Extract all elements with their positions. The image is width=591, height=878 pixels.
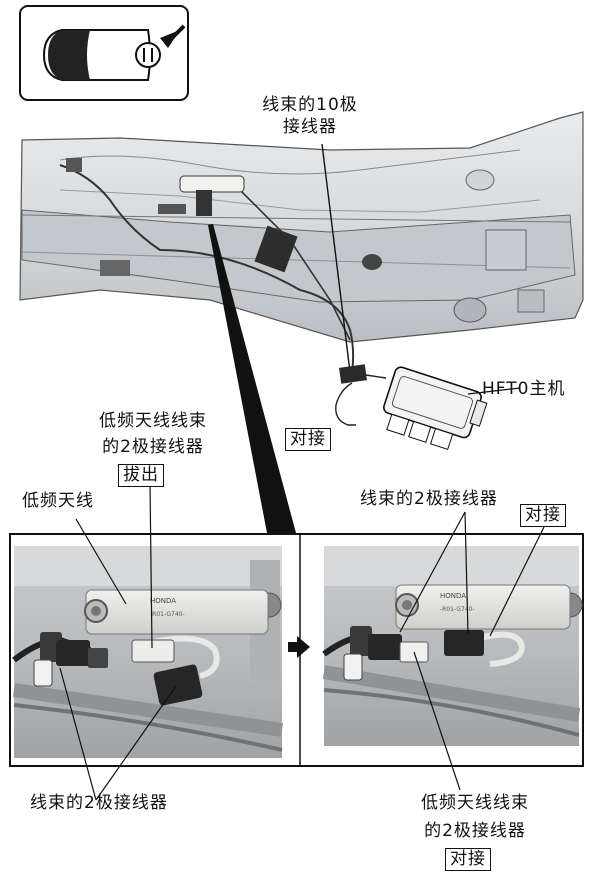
harness-2pin-bottom-label: 线束的2极接线器 xyxy=(30,793,168,813)
connect-bottom-box: 对接 xyxy=(445,848,491,871)
plate-brand-right: HONDA xyxy=(440,592,466,600)
detail-pointer xyxy=(208,224,296,533)
harness-2pin-right-label: 线束的2极接线器 xyxy=(360,489,498,509)
lf-harness-2pin-label-line1: 低频天线线束 xyxy=(99,411,207,431)
lf-harness-2pin-bottom-line1: 低频天线线束 xyxy=(421,793,529,813)
detail-left-photo: HONDA -R01-G740- xyxy=(12,546,284,758)
lf-antenna-label: 低频天线 xyxy=(22,491,94,511)
hfto-unit-drawing xyxy=(335,364,488,451)
right-arrow-icon xyxy=(288,636,310,658)
plate-code-right: -R01-G740- xyxy=(440,606,475,613)
disconnect-tag: 拔出 xyxy=(118,464,164,487)
cross-member-illustration xyxy=(19,111,584,373)
lf-harness-2pin-label-line2: 的2极接线器 xyxy=(102,437,204,457)
lf-harness-2pin-bottom-line2: 的2极接线器 xyxy=(424,821,526,841)
vehicle-rear-locator-icon xyxy=(42,24,186,81)
connect-top-box: 对接 xyxy=(285,428,331,451)
plate-brand-left: HONDA xyxy=(150,597,176,605)
harness-10pin-label-line1: 线束的10极 xyxy=(262,95,358,115)
leader-lines xyxy=(59,483,545,801)
connect-right-tag: 对接 xyxy=(520,504,566,527)
harness-10pin-label-line2: 接线器 xyxy=(283,117,337,137)
connect-right-box: 对接 xyxy=(520,504,566,527)
leader-10pin xyxy=(321,143,351,373)
detail-right-photo: HONDA -R01-G740- xyxy=(322,546,583,746)
plate-code-left: -R01-G740- xyxy=(150,611,185,618)
hfto-unit-label: HFT0主机 xyxy=(482,379,566,399)
connect-bottom-tag: 对接 xyxy=(445,848,491,871)
disconnect-box: 拔出 xyxy=(118,464,164,487)
locator-inset xyxy=(19,5,189,101)
connect-top-tag: 对接 xyxy=(285,428,331,451)
